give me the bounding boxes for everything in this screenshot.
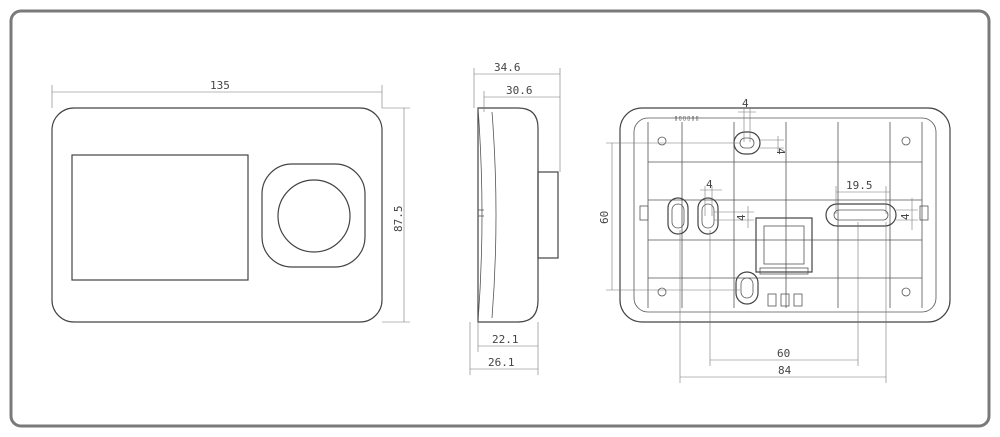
front-height-label: 87.5 [392, 206, 405, 233]
back-housing-outer [619, 107, 951, 323]
mount-hole-bottom-inner [740, 277, 754, 299]
screw-top-left [657, 136, 667, 146]
left-hole-width-label: 4 [706, 178, 713, 191]
mount-hole-left-1-inner [671, 203, 685, 229]
side-view: 34.6 30.6 22.1 26.1 [469, 61, 561, 375]
vent-marks: ▯▯▯▯▯▯ [674, 114, 699, 122]
back-view: ▯▯▯▯▯▯ 4 4 4 [598, 97, 951, 383]
spacing-60-label: 60 [777, 347, 790, 360]
side-housing [477, 107, 539, 323]
mount-hole-left-2 [697, 197, 719, 235]
back-housing-inner [633, 117, 937, 313]
front-width-label: 135 [210, 79, 230, 92]
top-hole-height-label: 4 [774, 148, 787, 155]
side-bezel-curve [491, 111, 497, 319]
screw-top-right [901, 136, 911, 146]
display-screen [71, 154, 249, 281]
vertical-spacing-label: 60 [598, 211, 611, 224]
screw-bottom-left [657, 287, 667, 297]
terminal-3 [793, 293, 803, 307]
front-housing [51, 107, 383, 323]
spacing-84-label: 84 [778, 364, 792, 377]
center-connector-inner [763, 225, 805, 265]
terminal-2 [780, 293, 790, 307]
center-connector [755, 217, 813, 273]
top-hole-width-label: 4 [742, 97, 749, 110]
slot-length-label: 19.5 [846, 179, 873, 192]
side-knob-profile [537, 171, 559, 259]
mount-hole-left-1 [667, 197, 689, 235]
screw-bottom-right [901, 287, 911, 297]
notch-left [639, 205, 649, 221]
side-total-depth-label: 34.6 [494, 61, 521, 74]
mount-slot-right [825, 203, 897, 227]
front-view: 135 87.5 [51, 79, 410, 323]
connector-rail [759, 267, 809, 275]
slot-height-label: 4 [899, 213, 912, 220]
side-front-curve [477, 107, 483, 323]
mount-hole-left-2-inner [701, 203, 715, 229]
mount-slot-right-inner [833, 209, 889, 221]
side-body-depth-label: 30.6 [506, 84, 533, 97]
knob-surround [261, 163, 366, 268]
knob [277, 179, 351, 253]
notch-right [919, 205, 929, 221]
mount-hole-bottom [735, 271, 759, 305]
left-hole-height-label: 4 [735, 214, 748, 221]
side-base-depth-label: 22.1 [492, 333, 519, 346]
terminal-1 [767, 293, 777, 307]
side-bottom-depth-label: 26.1 [488, 356, 515, 369]
